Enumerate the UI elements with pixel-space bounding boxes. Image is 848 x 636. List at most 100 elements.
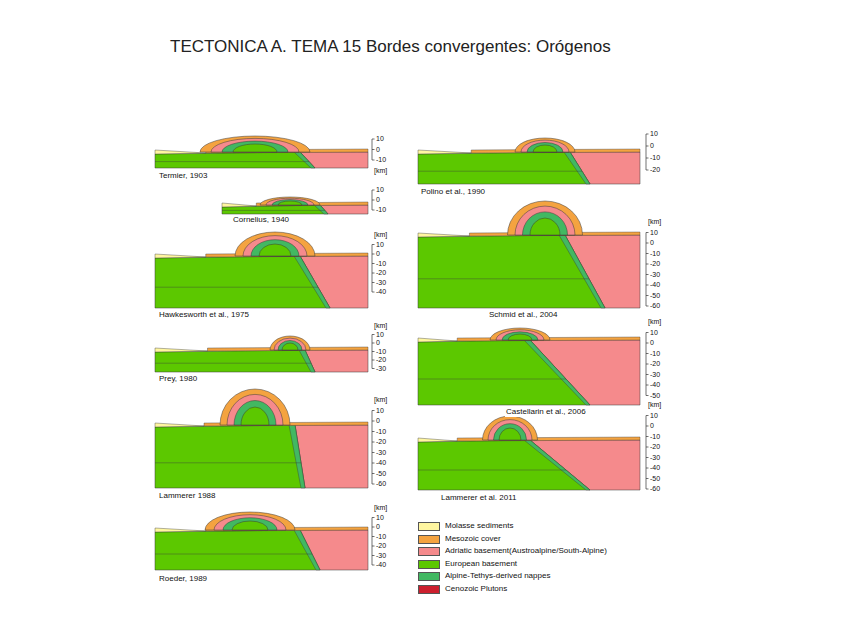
molasse bbox=[155, 150, 206, 154]
nappe-dome bbox=[278, 201, 302, 205]
molasse bbox=[418, 338, 457, 342]
nappe-dome bbox=[533, 145, 557, 152]
depth-tick: -20 bbox=[650, 260, 660, 268]
axis-tick bbox=[372, 360, 375, 361]
axis-tick bbox=[646, 385, 649, 386]
depth-tick: -50 bbox=[650, 475, 660, 483]
molasse bbox=[222, 203, 256, 207]
axis-tick bbox=[372, 421, 375, 422]
depth-tick: -10 bbox=[376, 428, 386, 436]
european-basement bbox=[418, 235, 605, 308]
axis-tick bbox=[372, 484, 375, 485]
adriatic-basement bbox=[295, 425, 368, 488]
legend-text: European basement bbox=[445, 560, 517, 569]
axis-tick bbox=[372, 149, 375, 150]
axis-tick bbox=[372, 160, 375, 161]
section-caption: Termier, 1903 bbox=[158, 172, 208, 181]
depth-axis bbox=[646, 416, 649, 490]
axis-tick bbox=[646, 415, 649, 416]
axis-tick bbox=[372, 263, 375, 264]
depth-axis bbox=[646, 233, 649, 307]
depth-tick: [km] bbox=[374, 504, 387, 512]
depth-tick: 10 bbox=[650, 130, 658, 138]
thrust-line bbox=[155, 161, 309, 162]
depth-tick: 10 bbox=[376, 135, 384, 143]
depth-tick: -10 bbox=[650, 250, 660, 258]
depth-tick: 0 bbox=[650, 239, 654, 247]
thrust-line bbox=[222, 210, 325, 211]
axis-tick bbox=[372, 442, 375, 443]
depth-axis bbox=[646, 134, 649, 170]
nappe-dome bbox=[251, 240, 299, 256]
nappe-dome bbox=[227, 394, 283, 425]
section-caption: Lammerer et al. 2011 bbox=[440, 494, 517, 503]
thrust-line bbox=[418, 379, 566, 380]
axis-tick bbox=[646, 146, 649, 147]
legend-swatch bbox=[418, 585, 440, 594]
depth-tick: -20 bbox=[376, 542, 386, 550]
depth-tick: -10 bbox=[376, 348, 386, 356]
axis-tick bbox=[646, 353, 649, 354]
depth-tick: 0 bbox=[650, 142, 654, 150]
depth-tick: -20 bbox=[650, 166, 660, 174]
nappe-dome bbox=[530, 218, 560, 235]
nappe-band bbox=[524, 340, 590, 405]
nappe-dome bbox=[496, 330, 544, 340]
depth-tick: -30 bbox=[376, 279, 386, 287]
nappe-dome bbox=[521, 140, 569, 152]
depth-axis bbox=[372, 245, 375, 293]
depth-tick: 10 bbox=[650, 229, 658, 237]
axis-tick bbox=[372, 546, 375, 547]
axis-tick bbox=[372, 190, 375, 191]
axis-tick bbox=[646, 436, 649, 437]
axis-tick bbox=[372, 210, 375, 211]
nappe-band bbox=[564, 152, 590, 184]
legend-swatch bbox=[418, 560, 440, 569]
nappe-dome bbox=[508, 334, 532, 340]
axis-tick bbox=[646, 343, 649, 344]
cross-section bbox=[155, 389, 368, 488]
page-title: TECTONICA A. TEMA 15 Bordes convergentes… bbox=[170, 38, 611, 57]
cross-section bbox=[418, 416, 640, 490]
cross-section bbox=[418, 201, 640, 308]
nappe-dome bbox=[241, 407, 269, 425]
section-caption: Roeder, 1989 bbox=[158, 575, 208, 584]
depth-tick: -30 bbox=[650, 371, 660, 379]
axis-tick bbox=[646, 243, 649, 244]
molasse bbox=[155, 423, 204, 427]
nappe-dome bbox=[211, 138, 299, 152]
depth-tick: -40 bbox=[376, 288, 386, 296]
molasse bbox=[155, 528, 206, 532]
axis-tick bbox=[646, 447, 649, 448]
nappe-band bbox=[294, 256, 330, 308]
depth-axis bbox=[372, 518, 375, 566]
nappe-dome bbox=[527, 142, 563, 152]
section-caption: Polino et al., 1990 bbox=[420, 188, 486, 197]
axis-tick bbox=[372, 473, 375, 474]
section-caption: Lammerer 1988 bbox=[158, 492, 216, 501]
depth-tick: -30 bbox=[650, 271, 660, 279]
depth-tick: -60 bbox=[650, 302, 660, 310]
depth-tick: -40 bbox=[376, 561, 386, 569]
depth-tick: -40 bbox=[650, 381, 660, 389]
depth-tick: [km] bbox=[648, 218, 661, 226]
axis-tick bbox=[646, 457, 649, 458]
depth-tick: -30 bbox=[376, 365, 386, 373]
axis-tick bbox=[646, 134, 649, 135]
molasse bbox=[418, 233, 469, 237]
legend-swatch bbox=[418, 572, 440, 581]
axis-tick bbox=[372, 517, 375, 518]
nappe-dome bbox=[278, 340, 302, 350]
thrust-line bbox=[418, 171, 582, 172]
depth-tick: -60 bbox=[376, 480, 386, 488]
european-basement bbox=[155, 152, 315, 168]
nappe-dome bbox=[220, 389, 290, 425]
depth-tick: -10 bbox=[650, 433, 660, 441]
nappe-dome bbox=[282, 343, 298, 350]
axis-tick bbox=[372, 254, 375, 255]
nappe-dome bbox=[508, 201, 583, 235]
cross-section bbox=[418, 328, 640, 405]
nappe-dome bbox=[232, 521, 268, 530]
nappe-dome bbox=[515, 206, 575, 235]
nappe-dome bbox=[515, 138, 575, 152]
